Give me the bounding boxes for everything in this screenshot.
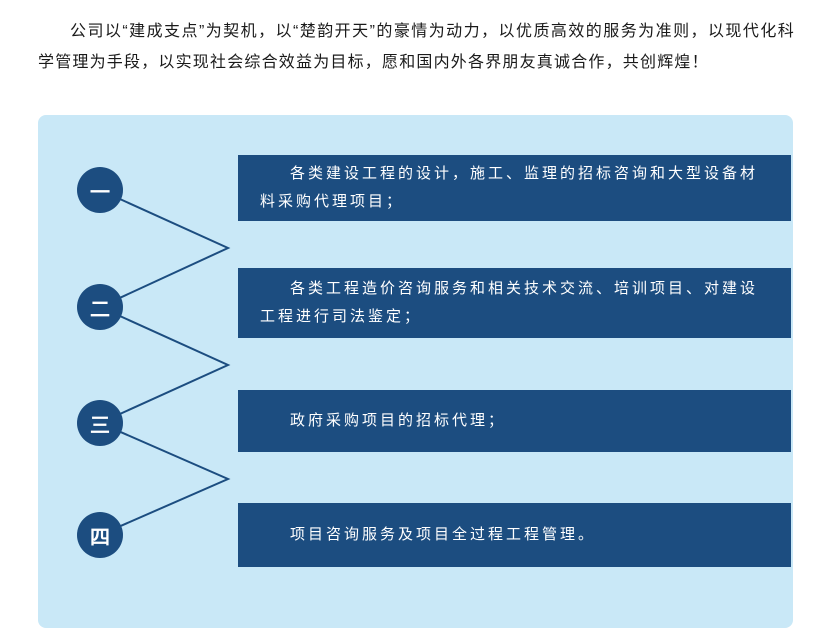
service-item-text: 项目咨询服务及项目全过程工程管理。 bbox=[290, 526, 597, 543]
service-item-box-3: 政府采购项目的招标代理； bbox=[238, 390, 791, 452]
item-number: 三 bbox=[90, 414, 110, 437]
services-panel: 一 二 三 四 各类建设工程的设计，施工、监理的招标咨询和大型设备材料采购代理项… bbox=[38, 115, 793, 628]
item-number-circle-1: 一 bbox=[77, 167, 123, 213]
service-item-text: 政府采购项目的招标代理； bbox=[290, 412, 507, 429]
item-number: 四 bbox=[90, 526, 110, 549]
item-number-circle-3: 三 bbox=[77, 400, 123, 446]
zigzag-line bbox=[97, 189, 231, 536]
service-item-text: 各类建设工程的设计，施工、监理的招标咨询和大型设备材料采购代理项目； bbox=[260, 165, 759, 210]
service-item-box-4: 项目咨询服务及项目全过程工程管理。 bbox=[238, 503, 791, 567]
intro-paragraph: 公司以“建成支点”为契机，以“楚韵开天”的豪情为动力，以优质高效的服务为准则，以… bbox=[38, 23, 795, 71]
item-number: 一 bbox=[90, 181, 110, 204]
service-item-text: 各类工程造价咨询服务和相关技术交流、培训项目、对建设工程进行司法鉴定； bbox=[260, 280, 759, 325]
zigzag-connector bbox=[97, 189, 231, 536]
service-item-box-1: 各类建设工程的设计，施工、监理的招标咨询和大型设备材料采购代理项目； bbox=[238, 155, 791, 221]
service-item-box-2: 各类工程造价咨询服务和相关技术交流、培训项目、对建设工程进行司法鉴定； bbox=[238, 268, 791, 338]
item-number-circle-2: 二 bbox=[77, 284, 123, 330]
item-number-circle-4: 四 bbox=[77, 512, 123, 558]
item-number: 二 bbox=[90, 298, 110, 321]
